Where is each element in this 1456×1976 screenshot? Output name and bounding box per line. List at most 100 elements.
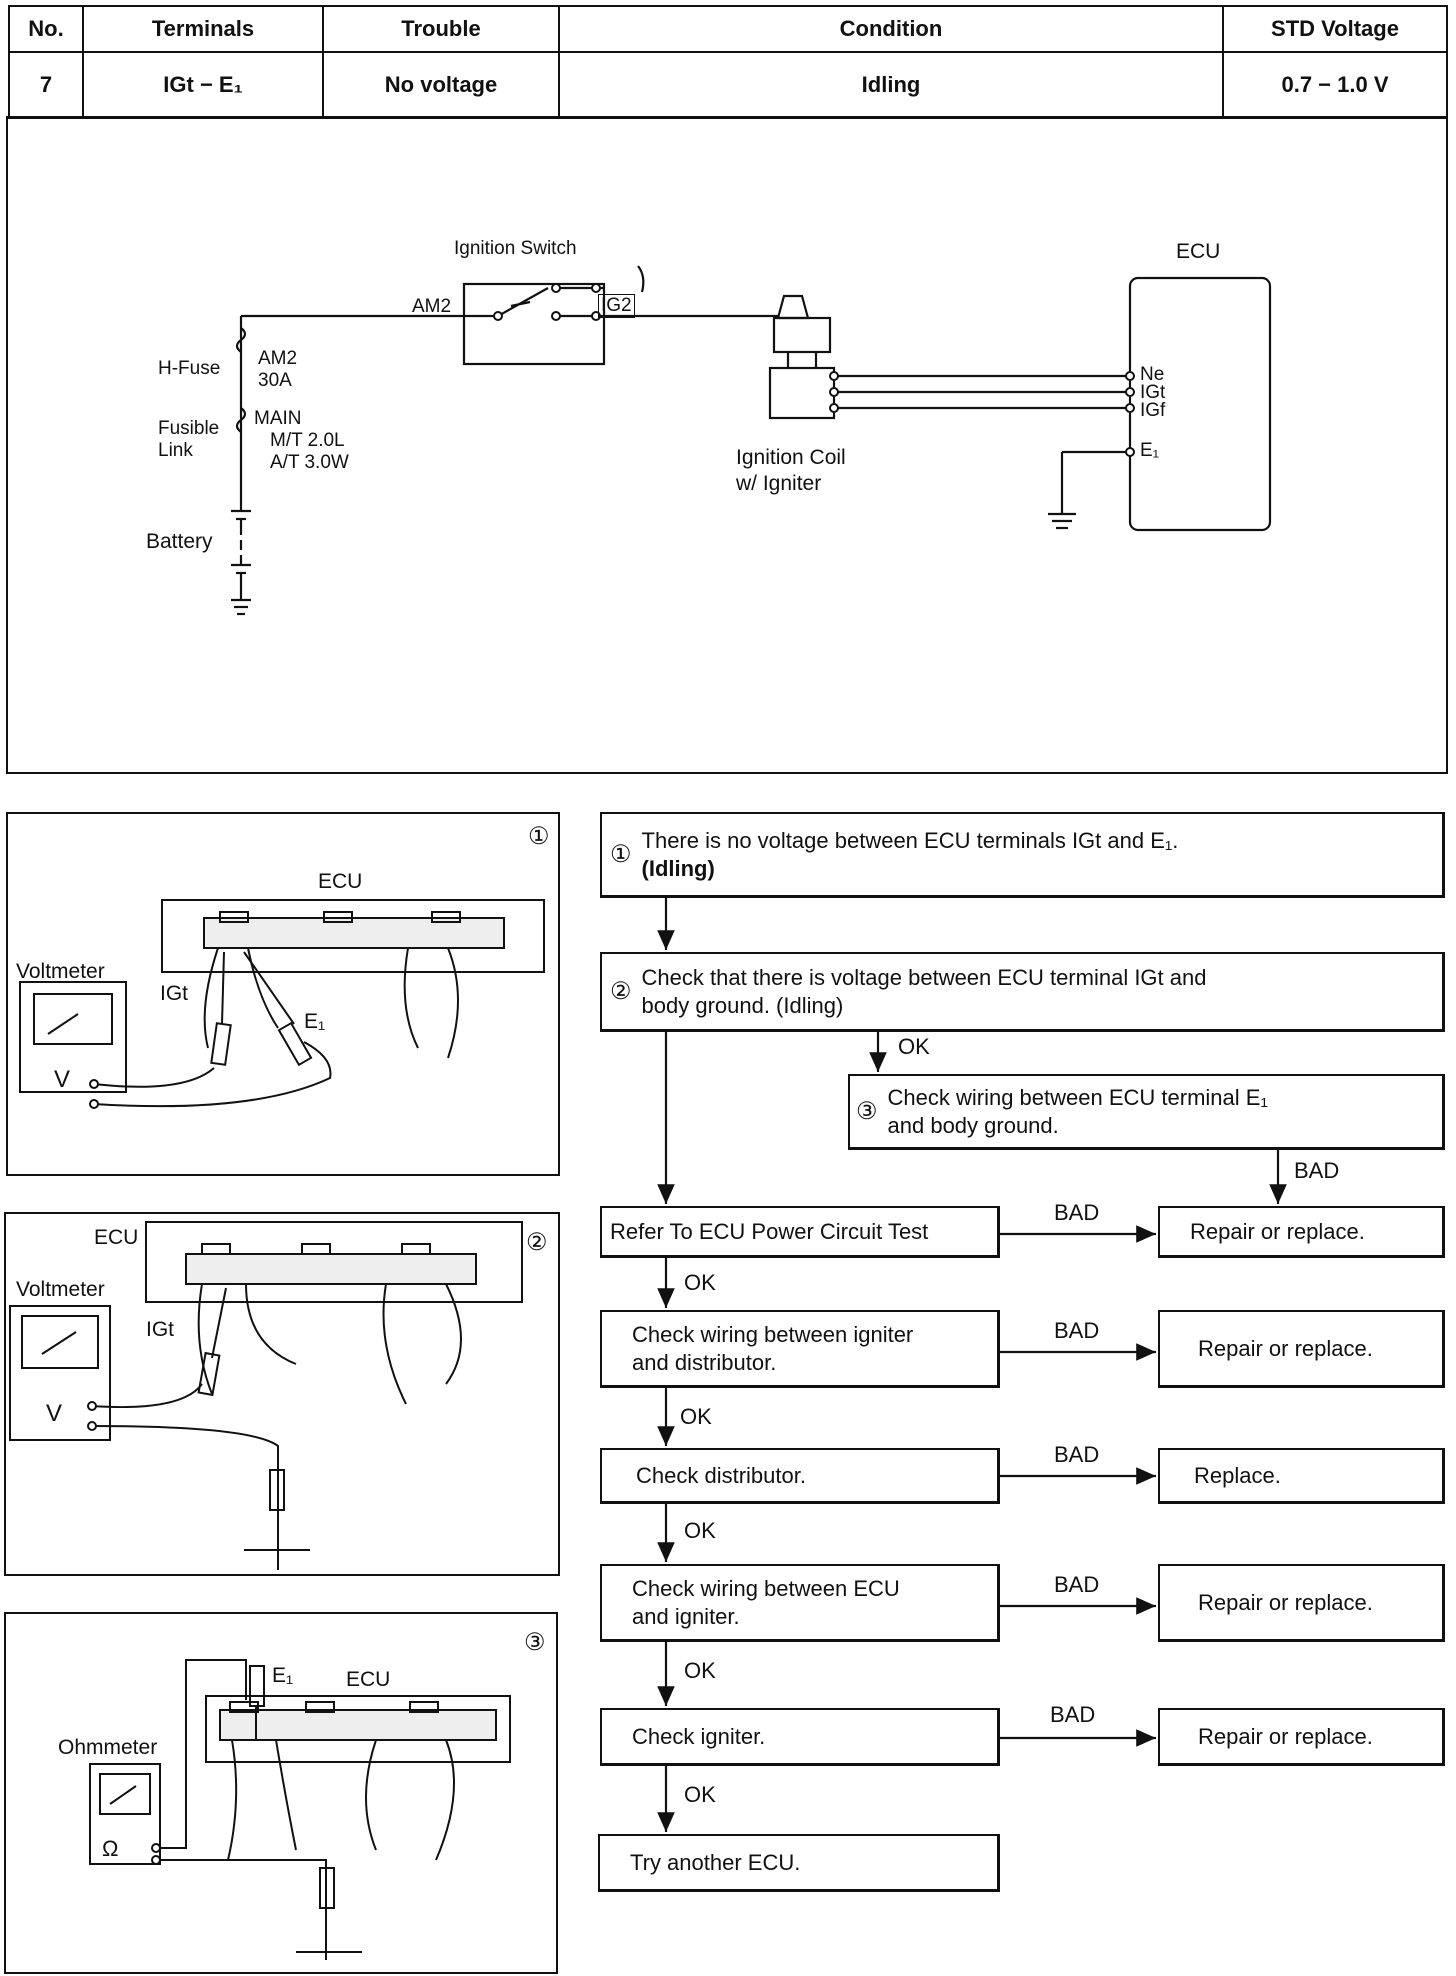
panel-ecu-label: ECU (318, 870, 363, 893)
table-row: 7 IGt − E₁ No voltage Idling 0.7 − 1.0 V (8, 51, 1448, 119)
ok-label: OK (684, 1518, 716, 1543)
flow-step-3: ③ Check wiring between ECU terminal E₁ a… (848, 1074, 1445, 1150)
probe-igt-label: IGt (160, 982, 189, 1005)
h-fuse-label: H-Fuse (158, 358, 221, 379)
flow-another-ecu-text: Try another ECU. (630, 1849, 801, 1875)
bad-label: BAD (1054, 1572, 1100, 1597)
flow-step-2-line-2: body ground. (Idling) (641, 992, 844, 1018)
panel-number: ③ (524, 1629, 546, 1656)
bad-label: BAD (1054, 1318, 1100, 1343)
step-number: ① (610, 841, 632, 868)
flow-another-ecu: Try another ECU. (598, 1834, 1000, 1892)
ohmmeter-ecu-illustration (89, 1659, 511, 1960)
flow-replace-box: Replace. (1158, 1448, 1445, 1504)
bad-label: BAD (1054, 1200, 1100, 1225)
panel-ecu-label: ECU (94, 1226, 139, 1249)
flow-repair-text: Repair or replace. (1190, 1218, 1365, 1244)
flow-step-2: ② Check that there is voltage between EC… (600, 952, 1445, 1032)
flow-repair-text: Repair or replace. (1198, 1589, 1373, 1615)
bad-label: BAD (1050, 1702, 1096, 1727)
voltmeter-label: Voltmeter (16, 960, 105, 983)
flow-step-2-line-1: Check that there is voltage between ECU … (641, 964, 1207, 990)
ok-label: OK (684, 1658, 716, 1683)
illustration-panel-3: ③ ECU Ohmmeter E₁ Ω (4, 1612, 558, 1974)
mt-label: M/T 2.0L (270, 430, 345, 451)
flow-wiring-igniter-distributor: Check wiring between igniter and distrib… (600, 1310, 1000, 1388)
fusible-link-label-1: Fusible (158, 418, 220, 439)
flow-power-circuit-test-text: Refer To ECU Power Circuit Test (610, 1218, 929, 1244)
bad-label: BAD (1054, 1442, 1100, 1467)
cell-condition: Idling (558, 51, 1224, 119)
flow-wiring-igniter-distributor-line-1: Check wiring between igniter (632, 1321, 914, 1347)
flow-step-1-line-1: There is no voltage between ECU terminal… (641, 827, 1179, 853)
panel-number: ② (526, 1229, 548, 1256)
at-label: A/T 3.0W (270, 452, 349, 473)
flow-repair-box: Repair or replace. (1158, 1206, 1445, 1258)
illustration-panel-1: ① ECU Voltmeter IGt E₁ V (6, 812, 560, 1176)
ecu-label: ECU (1176, 240, 1221, 263)
coil-label-1: Ignition Coil (736, 446, 846, 469)
bad-label: BAD (1294, 1158, 1340, 1183)
meter-symbol: V (46, 1400, 63, 1427)
illustration-panel-2: ② ECU Voltmeter IGt V (4, 1212, 560, 1576)
table-header-row: No. Terminals Trouble Condition STD Volt… (8, 5, 1448, 53)
spec-table: No. Terminals Trouble Condition STD Volt… (8, 5, 1448, 119)
flow-step-3-line-1: Check wiring between ECU terminal E₁ (887, 1084, 1268, 1110)
col-no: No. (8, 5, 84, 53)
cell-no: 7 (8, 51, 84, 119)
ok-label: OK (684, 1782, 716, 1807)
e1-label: E₁ (1140, 440, 1160, 461)
probe-igt-label: IGt (146, 1318, 175, 1341)
h-fuse-spec-2: 30A (258, 370, 292, 391)
meter-symbol: Ω (102, 1836, 119, 1861)
flow-distributor-text: Check distributor. (636, 1462, 806, 1488)
flow-repair-box: Repair or replace. (1158, 1564, 1445, 1642)
ok-label: OK (684, 1270, 716, 1295)
flow-repair-box: Repair or replace. (1158, 1310, 1445, 1388)
col-terminals: Terminals (82, 5, 324, 53)
flow-repair-text: Repair or replace. (1198, 1335, 1373, 1361)
main-label: MAIN (254, 408, 302, 429)
col-trouble: Trouble (322, 5, 560, 53)
voltmeter-ecu-illustration-2 (9, 1221, 523, 1570)
ok-label: OK (680, 1404, 712, 1429)
panel-ecu-label: ECU (346, 1668, 391, 1691)
schematic-lines (231, 265, 1272, 616)
cell-std-voltage: 0.7 − 1.0 V (1222, 51, 1448, 119)
flow-power-circuit-test: Refer To ECU Power Circuit Test (600, 1206, 1000, 1258)
am2-label: AM2 (412, 296, 452, 317)
probe-e1-label: E₁ (304, 1010, 326, 1033)
probe-e1-label: E₁ (272, 1664, 294, 1687)
flow-wiring-ecu-igniter-line-1: Check wiring between ECU (632, 1575, 900, 1601)
flow-step-1: ① There is no voltage between ECU termin… (600, 812, 1445, 898)
fusible-link-label-2: Link (158, 440, 193, 461)
coil-label-2: w/ Igniter (736, 472, 822, 495)
ne-label: Ne (1140, 364, 1165, 385)
col-std-voltage: STD Voltage (1222, 5, 1448, 53)
igt-label: IGt (1140, 382, 1166, 403)
ohmmeter-label: Ohmmeter (58, 1736, 158, 1759)
flow-igniter-text: Check igniter. (632, 1723, 766, 1749)
cell-terminals: IGt − E₁ (82, 51, 324, 119)
flow-wiring-ecu-igniter-line-2: and igniter. (632, 1603, 740, 1629)
flow-repair-text: Repair or replace. (1198, 1723, 1373, 1749)
flow-step-3-line-2: and body ground. (887, 1112, 1059, 1138)
flow-wiring-igniter-distributor-line-2: and distributor. (632, 1349, 777, 1375)
flow-wiring-ecu-igniter: Check wiring between ECU and igniter. (600, 1564, 1000, 1642)
wiring-schematic: Ignition Switch AM2 IG2 H-Fuse AM2 30A F… (6, 116, 1448, 774)
ig2-label: IG2 (598, 294, 635, 318)
voltmeter-label: Voltmeter (16, 1278, 105, 1301)
voltmeter-ecu-illustration-1 (19, 899, 545, 1109)
flow-igniter: Check igniter. (600, 1708, 1000, 1766)
ok-label: OK (898, 1034, 930, 1059)
ignition-switch-label: Ignition Switch (454, 238, 577, 259)
igf-label: IGf (1140, 400, 1166, 421)
meter-symbol: V (54, 1066, 71, 1093)
flow-distributor: Check distributor. (600, 1448, 1000, 1504)
step-number: ③ (856, 1098, 878, 1125)
cell-trouble: No voltage (322, 51, 560, 119)
h-fuse-spec-1: AM2 (258, 348, 298, 369)
battery-label: Battery (146, 530, 213, 553)
flow-step-1-line-2: (Idling) (641, 855, 715, 881)
flow-repair-box: Repair or replace. (1158, 1708, 1445, 1766)
